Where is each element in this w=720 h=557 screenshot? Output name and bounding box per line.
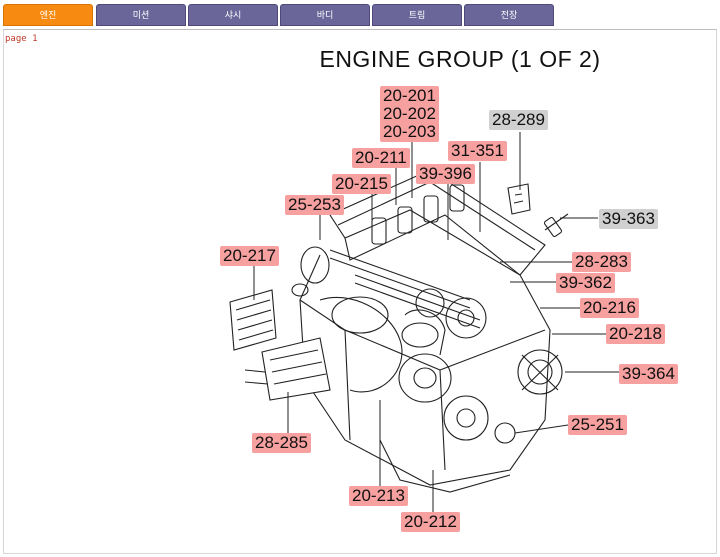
callout-39-364[interactable]: 39-364 (619, 364, 678, 384)
diagram-title: ENGINE GROUP (1 OF 2) (319, 46, 601, 72)
content-frame (3, 29, 717, 554)
callout-28-285[interactable]: 28-285 (252, 433, 311, 453)
callout-39-396[interactable]: 39-396 (416, 164, 475, 184)
callout-25-251[interactable]: 25-251 (568, 415, 627, 435)
callout-20-218[interactable]: 20-218 (606, 324, 665, 344)
tab-chassis[interactable]: 샤시 (188, 4, 278, 26)
leader-lines (253, 132, 619, 512)
tab-trim[interactable]: 트림 (372, 4, 462, 26)
callout-31-351[interactable]: 31-351 (448, 141, 507, 161)
callout-39-362[interactable]: 39-362 (556, 273, 615, 293)
callout-25-253[interactable]: 25-253 (285, 195, 344, 215)
callout-20-217[interactable]: 20-217 (220, 246, 279, 266)
callout-20-216[interactable]: 20-216 (580, 298, 639, 318)
callout-39-363[interactable]: 39-363 (599, 209, 658, 229)
callout-28-283[interactable]: 28-283 (572, 252, 631, 272)
engine-illustration (229, 169, 569, 493)
tab-transmission[interactable]: 미션 (96, 4, 186, 26)
callout-20-202[interactable]: 20-202 (380, 104, 439, 124)
tab-body[interactable]: 바디 (280, 4, 370, 26)
page-label: page 1 (5, 34, 38, 44)
callout-20-213[interactable]: 20-213 (349, 486, 408, 506)
callout-20-201[interactable]: 20-201 (380, 86, 439, 106)
callout-20-203[interactable]: 20-203 (380, 122, 439, 142)
callout-28-289[interactable]: 28-289 (489, 110, 548, 130)
callout-20-215[interactable]: 20-215 (332, 174, 391, 194)
callout-20-212[interactable]: 20-212 (401, 512, 460, 532)
tab-electrical[interactable]: 전장 (464, 4, 554, 26)
tab-engine[interactable]: 엔진 (3, 4, 93, 26)
callout-20-211[interactable]: 20-211 (352, 148, 410, 168)
